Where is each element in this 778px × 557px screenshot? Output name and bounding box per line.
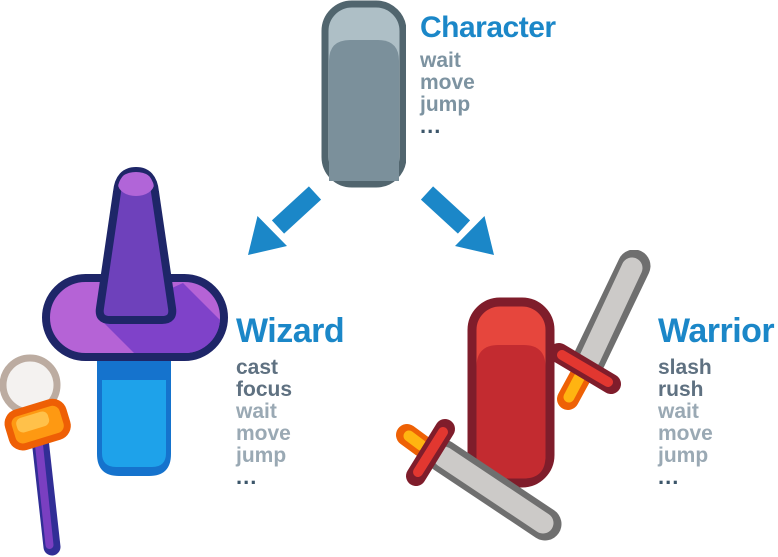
method-jump: jump <box>658 444 709 467</box>
more-methods-ellipsis: ... <box>420 113 442 138</box>
method-wait: wait <box>420 49 461 72</box>
method-jump: jump <box>420 93 471 116</box>
wizard-hat-and-staff-icon <box>0 167 228 556</box>
sword-upper-icon <box>549 250 651 410</box>
capsule-body-shade <box>329 40 399 181</box>
arrow-to-warrior-icon <box>420 186 494 255</box>
inheritance-arrows <box>248 186 494 255</box>
character-capsule-icon <box>321 0 406 188</box>
staff-grip <box>4 398 71 451</box>
character-methods: wait move jump ... <box>420 49 556 138</box>
method-move: move <box>420 71 475 94</box>
warrior-body <box>467 297 555 488</box>
class-title-warrior: Warrior <box>658 312 775 350</box>
wizard-body <box>97 360 171 476</box>
method-slash: slash <box>658 356 712 379</box>
class-title-wizard: Wizard <box>236 312 345 350</box>
wizard-staff <box>0 354 71 556</box>
character-class-block: Character wait move jump ... <box>420 10 556 138</box>
more-methods-ellipsis: ... <box>658 464 680 489</box>
method-focus: focus <box>236 378 293 401</box>
method-jump: jump <box>236 444 287 467</box>
sword-lower-icon <box>396 419 562 541</box>
warrior-class-block: Warrior slash rush wait move jump ... <box>658 311 775 489</box>
wizard-methods: cast focus wait move jump ... <box>236 356 344 489</box>
more-methods-ellipsis: ... <box>236 464 258 489</box>
method-move: move <box>236 422 291 445</box>
wizard-class-block: Wizard cast focus wait move jump ... <box>236 311 345 489</box>
warrior-methods: slash rush wait move jump ... <box>658 356 774 489</box>
method-wait: wait <box>236 400 277 423</box>
arrow-to-wizard-icon <box>248 186 322 255</box>
class-title-character: Character <box>420 11 556 44</box>
method-wait: wait <box>658 400 699 423</box>
method-rush: rush <box>658 378 704 401</box>
method-move: move <box>658 422 713 445</box>
warrior-body-and-swords-icon <box>396 250 651 541</box>
method-cast: cast <box>236 356 279 379</box>
wizard-hat-cone <box>95 167 177 324</box>
